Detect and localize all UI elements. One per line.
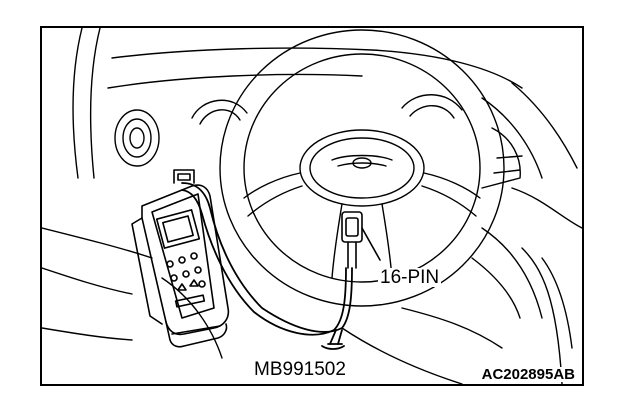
instrument-cluster: [191, 94, 523, 189]
lower-dash: [161, 227, 573, 384]
figure-code-label: AC202895AB: [480, 366, 576, 383]
diagnostic-connector: [341, 211, 381, 269]
figure-frame: 16-PIN MB991502 AC202895AB: [40, 26, 584, 386]
scan-tool-device: [131, 169, 230, 348]
steering-wheel: [219, 29, 505, 307]
connector-callout-label: 16-PIN: [378, 267, 442, 288]
tool-cable: [181, 182, 353, 350]
air-vent: [114, 109, 160, 167]
dashboard-illustration: [42, 28, 582, 384]
tool-callout-label: MB991502: [252, 359, 348, 380]
dashboard-outline: [42, 28, 582, 384]
